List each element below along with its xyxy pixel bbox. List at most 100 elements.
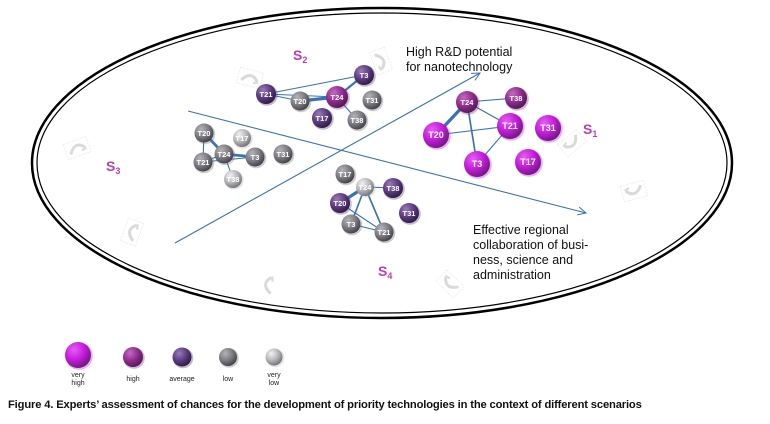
technology-node-s3-t3: T3 [245,147,267,169]
legend-label-line: high [71,380,85,387]
node-label: T21 [502,121,518,131]
node-sphere [330,193,350,213]
technology-node-s1-t38: T38 [505,87,529,111]
node-sphere [374,222,394,242]
rotate-arrow-icon [264,276,274,295]
technology-node-s1-t31: T31 [535,115,563,143]
technology-node-s2-t21: T21 [256,84,278,106]
axis-label-rd-potential: High R&D potential for nanotechnology [406,45,566,75]
node-sphere [356,178,374,196]
node-sphere [335,164,355,184]
node-label: T38 [387,184,400,193]
node-label: T17 [236,134,249,143]
node-label: T31 [403,209,416,218]
node-sphere [312,108,332,128]
node-label: T17 [520,157,536,167]
scenario-letter: S [106,158,116,174]
node-label: T3 [251,153,260,162]
frame-ellipse-outer [30,6,734,320]
rotate-arrow-icon [619,179,649,203]
technology-node-s1-t21: T21 [497,113,525,141]
node-sphere [456,91,478,113]
node-sphere [399,203,419,223]
technology-node-s3-t31: T31 [273,144,295,166]
scenario-letter: S [293,47,303,63]
legend-label-line: very [267,372,281,379]
legend-swatch-very-high [65,342,93,370]
node-sphere [193,152,213,172]
axis-rd-potential-arrow [174,73,480,244]
node-label: T21 [260,90,273,99]
legend-swatch-low [219,348,239,368]
axis-label-collaboration: Effective regional collaboration of busi… [473,223,613,283]
technology-node-s4-t21: T21 [374,222,396,244]
axis-label-line: collaboration of busi- [473,238,589,252]
technology-link [265,74,365,95]
node-label: T20 [294,97,307,106]
technology-node-s1-t17: T17 [515,149,543,177]
scenario-label-s1: S1 [583,121,597,139]
node-label: T3 [360,71,369,80]
node-label: T24 [331,93,345,102]
node-sphere [273,144,293,164]
axis-label-line: ness, science and [473,253,574,267]
technology-node-s4-t20: T20 [330,193,352,215]
node-sphere [341,214,361,234]
scenario-index: 2 [302,55,308,65]
node-sphere [464,151,490,177]
node-label: T24 [359,183,373,192]
technology-node-s3-t17: T17 [233,129,253,149]
scenario-index: 3 [115,166,121,176]
technology-node-s1-t3: T3 [464,151,492,179]
rotate-arrow-icon [62,135,92,161]
legend-label-low: low [208,376,248,384]
legend-swatch-sphere [65,342,91,368]
axis-collaboration-arrow [187,110,586,213]
rotate-arrow-icon [235,66,265,90]
legend-swatch-very-low [265,348,285,368]
node-sphere [423,122,449,148]
technology-node-s1-t24: T24 [456,91,480,115]
scenario-letter: S [378,263,388,279]
technology-node-s4-t3: T3 [341,214,363,236]
technology-node-s4-t17: T17 [335,164,357,186]
legend-swatch-high [123,347,145,369]
node-sphere [535,115,561,141]
node-sphere [233,129,251,147]
axis-label-line: for nanotechnology [406,60,513,74]
node-sphere [214,144,234,164]
technology-node-s4-t38: T38 [383,178,405,200]
legend-swatch-sphere [219,348,237,366]
figure-caption: Figure 4. Experts’ assessment of chances… [8,399,642,411]
technology-node-s4-t24: T24 [356,178,376,198]
technology-node-s2-t24: T24 [326,86,350,110]
node-sphere [224,170,242,188]
node-sphere [245,147,265,167]
legend-label-high: high [113,376,153,384]
node-sphere [354,65,374,85]
node-label: T24 [218,150,232,159]
node-sphere [505,87,527,109]
node-sphere [290,91,310,111]
node-sphere [256,84,276,104]
node-label: T38 [510,94,523,103]
scenario-index: 1 [592,129,598,139]
node-label: T21 [197,158,210,167]
rotate-arrow-icon [368,46,394,76]
rotate-arrow-icon [435,269,465,299]
node-sphere [383,178,403,198]
axis-label-line: administration [473,268,551,282]
node-label: T31 [277,150,290,159]
node-sphere [515,149,541,175]
node-sphere [194,123,214,143]
node-label: T21 [378,228,391,237]
legend-label-average: average [162,376,202,384]
legend-swatch-sphere [123,347,143,367]
legend-swatch-average [172,347,194,369]
technology-node-s2-t31: T31 [362,90,384,112]
node-label: T3 [347,220,356,229]
technology-node-s3-t21: T21 [193,152,215,174]
